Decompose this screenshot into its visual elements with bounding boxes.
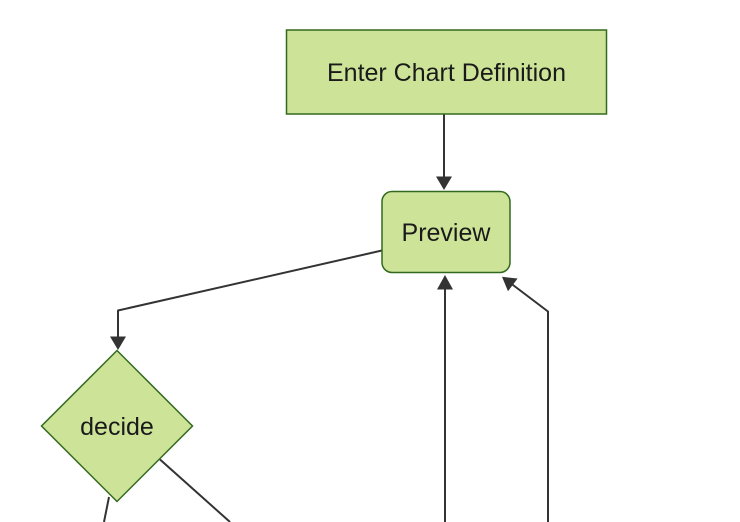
edge-preview-to-decide-arrowhead-icon <box>110 336 126 350</box>
node-preview-label: Preview <box>402 219 492 247</box>
node-enter-chart-definition-shape <box>285 29 608 115</box>
node-decide-shape <box>40 349 194 503</box>
edge-decide-to-offscreen-left <box>103 496 110 522</box>
edges-layer <box>103 114 549 522</box>
edge-offscreen-right-to-preview-arrowhead-icon <box>502 276 518 292</box>
node-decide-label: decide <box>80 413 154 441</box>
edge-decide-to-offscreen-right <box>159 458 231 522</box>
node-preview-shape <box>381 190 511 274</box>
nodes-layer: Enter Chart Definition Preview decide <box>40 29 608 503</box>
edge-offscreen-center-to-preview-arrowhead-icon <box>437 275 453 290</box>
node-decide: decide <box>40 349 194 503</box>
node-enter-chart-definition: Enter Chart Definition <box>285 29 608 115</box>
edge-offscreen-right-to-preview <box>510 282 549 522</box>
node-enter-chart-definition-label: Enter Chart Definition <box>327 59 566 87</box>
edge-preview-to-decide <box>117 249 383 337</box>
edge-enter-to-preview-arrowhead-icon <box>436 176 452 190</box>
node-preview: Preview <box>381 190 511 274</box>
